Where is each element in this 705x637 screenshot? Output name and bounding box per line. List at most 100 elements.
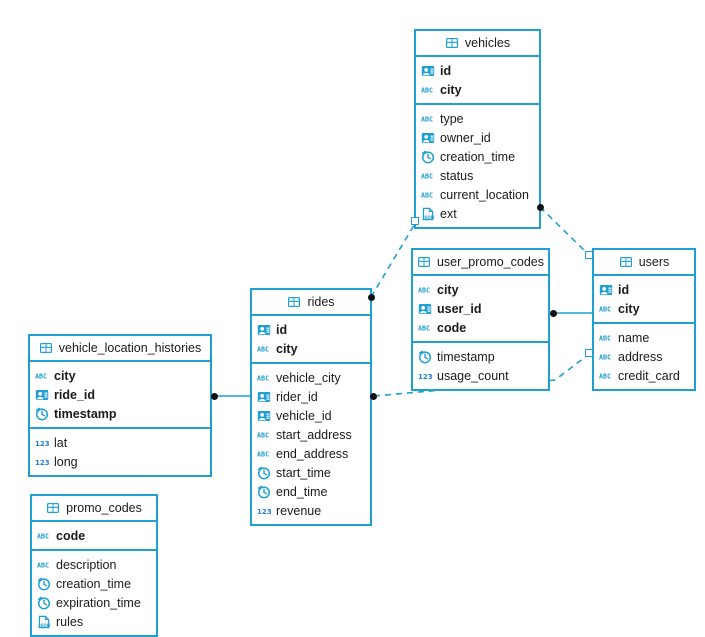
svg-text:JSON: JSON <box>422 215 435 220</box>
table-header-promo_codes[interactable]: promo_codes <box>32 496 156 522</box>
column-label: creation_time <box>56 576 132 591</box>
clock-timestamp-icon <box>37 596 51 610</box>
column-label: start_time <box>276 465 331 480</box>
column-label: lat <box>54 435 68 450</box>
relationship-line-rides-to-vehicles <box>370 221 417 298</box>
column-row-promo_codes-expiration_time[interactable]: expiration_time <box>32 593 156 612</box>
table-header-users[interactable]: users <box>594 250 694 276</box>
abc-string-icon: ABC <box>599 302 613 316</box>
table-name-label: rides <box>307 295 335 309</box>
column-label: id <box>618 282 630 297</box>
column-label: long <box>54 454 78 469</box>
table-header-rides[interactable]: rides <box>252 290 370 316</box>
key-row-vehicles-id[interactable]: id <box>416 61 539 80</box>
key-row-users-id[interactable]: id <box>594 280 694 299</box>
column-row-rides-vehicle_id[interactable]: vehicle_id <box>252 406 370 425</box>
column-row-vehicle_location_histories-lat[interactable]: 123 lat <box>30 433 210 452</box>
column-row-users-name[interactable]: ABC name <box>594 328 694 347</box>
123-number-icon: 123 <box>418 369 432 383</box>
table-name-label: vehicles <box>464 36 511 50</box>
key-row-user_promo_codes-user_id[interactable]: user_id <box>413 299 548 318</box>
abc-string-icon: ABC <box>421 188 435 202</box>
table-header-user_promo_codes[interactable]: user_promo_codes <box>413 250 548 276</box>
svg-text:ABC: ABC <box>418 286 430 294</box>
column-label: vehicle_city <box>276 370 341 385</box>
123-number-icon: 123 <box>35 436 49 450</box>
column-row-rides-end_time[interactable]: end_time <box>252 482 370 501</box>
column-row-rides-rider_id[interactable]: rider_id <box>252 387 370 406</box>
abc-string-icon: ABC <box>599 331 613 345</box>
id-card-icon <box>599 283 613 297</box>
column-label: status <box>440 168 474 183</box>
table-header-vehicle_location_histories[interactable]: vehicle_location_histories <box>30 336 210 362</box>
column-section-promo_codes: ABC description creation_time expiration_ti… <box>32 551 156 635</box>
id-card-icon <box>421 64 435 78</box>
column-row-user_promo_codes-timestamp[interactable]: timestamp <box>413 347 548 366</box>
column-label: vehicle_id <box>276 408 332 423</box>
column-label: name <box>618 330 650 345</box>
column-row-rides-start_time[interactable]: start_time <box>252 463 370 482</box>
clock-timestamp-icon <box>257 466 271 480</box>
key-row-vehicle_location_histories-timestamp[interactable]: timestamp <box>30 404 210 423</box>
column-label: city <box>437 282 459 297</box>
column-row-rides-vehicle_city[interactable]: ABC vehicle_city <box>252 368 370 387</box>
table-grid-icon <box>46 501 60 515</box>
column-row-promo_codes-creation_time[interactable]: creation_time <box>32 574 156 593</box>
column-row-vehicles-owner_id[interactable]: owner_id <box>416 128 539 147</box>
key-row-vehicle_location_histories-ride_id[interactable]: ride_id <box>30 385 210 404</box>
key-row-rides-id[interactable]: id <box>252 320 370 339</box>
column-row-promo_codes-description[interactable]: ABC description <box>32 555 156 574</box>
table-header-vehicles[interactable]: vehicles <box>416 31 539 57</box>
clock-timestamp-icon <box>418 350 432 364</box>
svg-text:ABC: ABC <box>37 561 49 569</box>
column-row-vehicles-creation_time[interactable]: creation_time <box>416 147 539 166</box>
abc-string-icon: ABC <box>418 283 432 297</box>
column-label: owner_id <box>440 130 491 145</box>
svg-text:ABC: ABC <box>418 324 430 332</box>
clock-timestamp-icon <box>257 485 271 499</box>
svg-text:ABC: ABC <box>257 345 269 353</box>
abc-string-icon: ABC <box>257 371 271 385</box>
table-name-label: vehicle_location_histories <box>58 341 202 355</box>
id-card-icon <box>257 323 271 337</box>
column-label: address <box>618 349 663 364</box>
relationship-source-dot-vehicle-location-histories-to-rides <box>211 393 218 400</box>
table-grid-icon <box>417 255 431 269</box>
column-label: start_address <box>276 427 352 442</box>
table-name-label: users <box>638 255 670 269</box>
column-label: revenue <box>276 503 322 518</box>
key-row-user_promo_codes-city[interactable]: ABC city <box>413 280 548 299</box>
column-label: description <box>56 557 117 572</box>
svg-text:ABC: ABC <box>37 532 49 540</box>
id-card-icon <box>421 131 435 145</box>
relationship-source-dot-user-promo-codes-to-users <box>550 310 557 317</box>
